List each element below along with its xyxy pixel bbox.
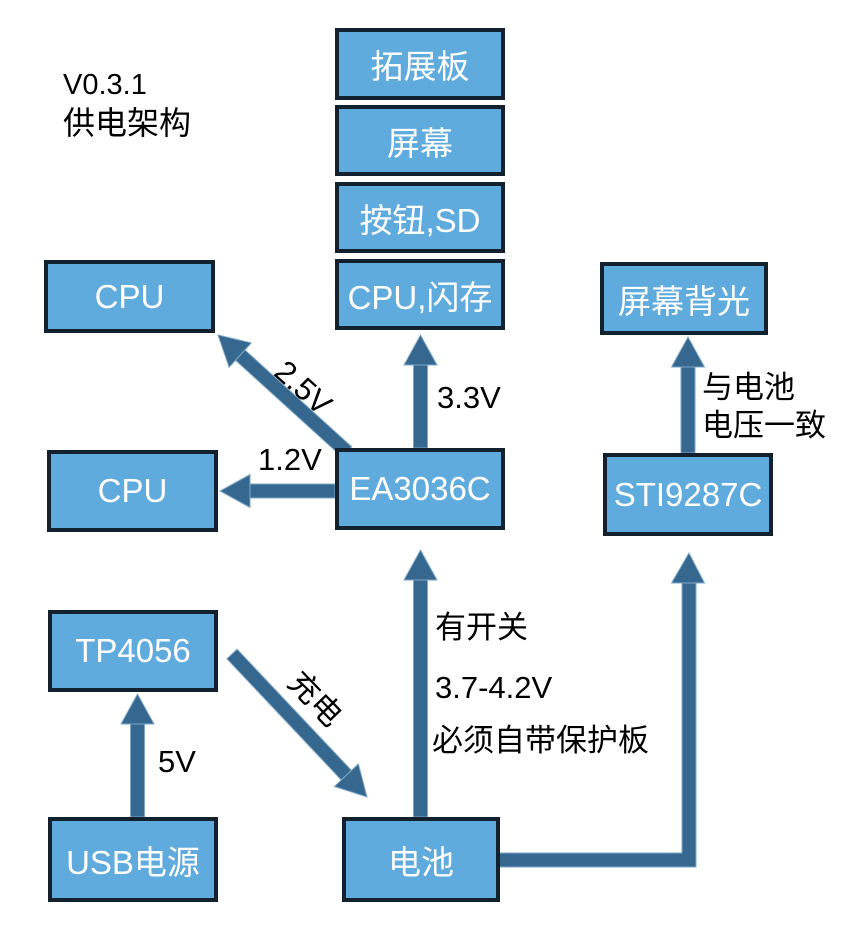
arrow-ea3036c-to-cpu-lower — [218, 473, 336, 509]
arrow-tp4056-to-battery — [226, 648, 368, 798]
box-sti9287c: STI9287C — [603, 453, 773, 536]
box-ea3036c: EA3036C — [335, 448, 505, 530]
box-screen: 屏幕 — [335, 105, 505, 176]
box-tp4056: TP4056 — [48, 610, 218, 692]
box-cpu-upper: CPU — [44, 260, 215, 333]
version-label: V0.3.1 — [63, 69, 147, 101]
subtitle-label: 供电架构 — [63, 105, 192, 141]
label-backlight-note-line2: 电压一致 — [702, 408, 826, 443]
label-5v: 5V — [158, 744, 196, 779]
label-1-2v: 1.2V — [258, 442, 322, 477]
arrow-battery-to-ea3036c — [403, 548, 438, 818]
box-expansion-board: 拓展板 — [335, 28, 505, 100]
label-3-3v: 3.3V — [437, 380, 501, 415]
box-cpu-lower: CPU — [47, 450, 218, 532]
arrow-battery-to-sti9287c — [497, 551, 706, 868]
label-backlight-note-line1: 与电池 — [702, 370, 795, 405]
diagram-title: V0.3.1 供电架构 — [63, 66, 191, 142]
box-cpu-flash: CPU,闪存 — [335, 259, 505, 330]
label-battery-note-voltage: 3.7-4.2V — [435, 670, 553, 705]
box-usb-power: USB电源 — [48, 817, 218, 902]
arrow-sti9287c-to-backlight — [670, 335, 706, 454]
label-battery-note-protection: 必须自带保护板 — [432, 723, 649, 758]
box-battery: 电池 — [342, 817, 500, 902]
arrow-usb-to-tp4056 — [120, 692, 155, 818]
arrow-ea3036c-to-cpu-flash — [403, 333, 438, 449]
box-screen-backlight: 屏幕背光 — [600, 262, 768, 335]
box-button-sd: 按钮,SD — [335, 182, 505, 253]
label-battery-note-switch: 有开关 — [435, 610, 528, 645]
